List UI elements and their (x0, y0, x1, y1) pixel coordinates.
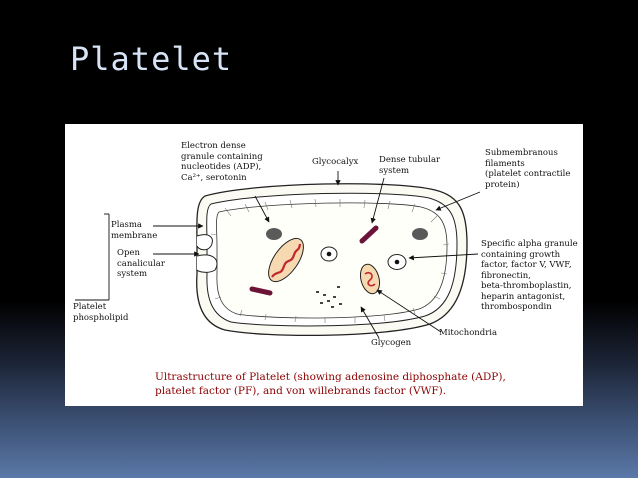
label-glycocalyx: Glycocalyx (312, 157, 359, 167)
dense-granule (266, 228, 282, 240)
dense-tubular-system (359, 225, 379, 244)
label-open-canalicular-system: Open canalicular system (117, 248, 165, 279)
mitochondrion (359, 263, 381, 295)
leader-lines (75, 171, 481, 339)
slide-title: Platelet (70, 40, 233, 78)
figure-caption: Ultrastructure of Platelet (showing aden… (155, 371, 506, 397)
mitochondrion (268, 237, 304, 283)
label-glycogen: Glycogen (371, 338, 412, 348)
label-dense-tubular-system: Dense tubular system (379, 155, 441, 176)
label-electron-dense-granule: Electron dense granule containing nucleo… (181, 141, 263, 183)
label-platelet-phospholipid: Platelet phospholipid (73, 302, 129, 323)
alpha-granule (320, 246, 338, 262)
label-mitochondria: Mitochondria (439, 328, 498, 338)
platelet-diagram: Electron dense granule containing nucleo… (65, 124, 583, 406)
alpha-granule (387, 254, 407, 270)
glycogen-particles (316, 286, 342, 308)
platelet-illustration (75, 171, 481, 339)
label-plasma-membrane: Plasma membrane (111, 220, 158, 241)
dense-tubular-system (249, 286, 273, 296)
dense-granule (412, 228, 428, 240)
label-submembranous-filaments: Submembranous filaments (platelet contra… (485, 148, 571, 190)
label-specific-alpha-granule: Specific alpha granule containing growth… (481, 239, 578, 312)
open-canalicular-pores (196, 234, 218, 273)
